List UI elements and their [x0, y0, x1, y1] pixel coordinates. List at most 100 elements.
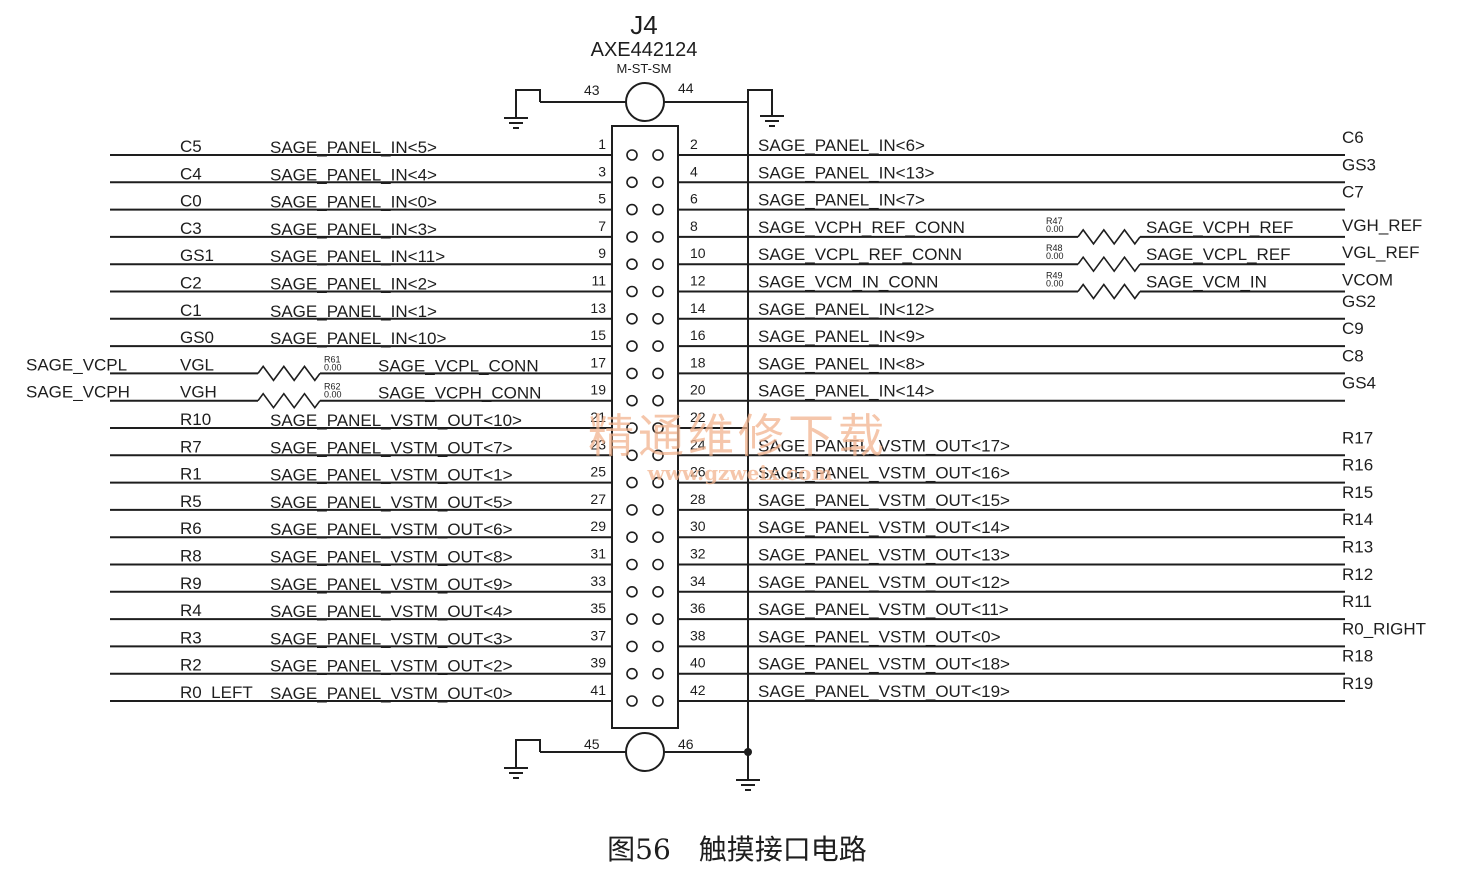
net-label: R12 [1342, 565, 1373, 584]
signal-label: SAGE_PANEL_IN<1> [270, 302, 437, 321]
signal-label: SAGE_PANEL_IN<9> [758, 327, 925, 346]
ground-symbol [736, 779, 760, 791]
net-label: VGL_REF [1342, 243, 1419, 262]
signal-label: SAGE_PANEL_VSTM_OUT<19> [758, 682, 1010, 701]
pin-number: 11 [591, 273, 606, 289]
resistor-symbol [1077, 228, 1141, 246]
external-net-label: SAGE_VCPH [26, 383, 130, 402]
pin-number: 7 [598, 218, 606, 234]
net-label: VGH [180, 383, 217, 402]
pin-contact [652, 476, 664, 489]
pin-contact [652, 640, 664, 653]
net-label: C2 [180, 274, 202, 293]
net-label: C6 [1342, 128, 1364, 147]
pin-contact [626, 449, 638, 462]
mount-hole-bottom [625, 732, 665, 772]
net-label: R15 [1342, 483, 1373, 502]
net-label: C7 [1342, 183, 1364, 202]
net-label: R3 [180, 628, 202, 647]
pin-number: 8 [690, 218, 698, 234]
net-label: R8 [180, 547, 202, 566]
net-label: R0_RIGHT [1342, 619, 1426, 638]
net-label: R2 [180, 656, 202, 675]
signal-label: SAGE_VCPL_REF_CONN [758, 245, 962, 264]
pin-contact [626, 640, 638, 653]
pin-number: 2 [690, 136, 698, 152]
pin-contact [626, 340, 638, 352]
net-label: GS4 [1342, 374, 1376, 393]
pin-contact [652, 394, 664, 407]
net-label: R16 [1342, 456, 1373, 475]
resistor-ref: R49 [1046, 271, 1063, 281]
pin-number: 22 [690, 409, 706, 425]
external-net-label: SAGE_VCPL [26, 355, 127, 374]
signal-label: SAGE_VCPH_REF_CONN [758, 218, 965, 237]
resistor-value: 0.00 [1046, 224, 1064, 234]
signal-label: SAGE_PANEL_IN<3> [270, 220, 437, 239]
ground-symbol [760, 115, 784, 127]
pin-45-label: 45 [584, 736, 600, 752]
signal-label: SAGE_PANEL_IN<7> [758, 191, 925, 210]
signal-label: SAGE_PANEL_IN<11> [270, 247, 445, 266]
pin-number: 33 [590, 573, 606, 589]
pin-contact [652, 367, 664, 380]
resistor-value: 0.00 [1046, 251, 1064, 261]
net-label: R10 [180, 410, 211, 429]
signal-label: SAGE_PANEL_VSTM_OUT<17> [758, 436, 1010, 455]
signal-label: SAGE_PANEL_IN<12> [758, 300, 934, 319]
signal-label: SAGE_PANEL_VSTM_OUT<3> [270, 629, 513, 648]
resistor-ref: R47 [1046, 216, 1063, 226]
net-label: C8 [1342, 346, 1364, 365]
pin-contact [626, 613, 638, 625]
pin-contact [626, 394, 638, 407]
signal-label: SAGE_PANEL_IN<8> [758, 354, 925, 373]
net-label: C4 [180, 164, 202, 183]
pin-number: 14 [690, 300, 706, 316]
pin-number: 13 [590, 300, 606, 316]
connector-variant: M-ST-SM [617, 61, 672, 76]
pin-contact [652, 203, 664, 216]
pin-contact [652, 449, 664, 462]
pin-number: 4 [690, 163, 698, 179]
pin-contact [626, 285, 638, 298]
pin-number: 23 [590, 436, 606, 452]
left-pin-row: C3 SAGE_PANEL_IN<3> 7 [110, 218, 638, 243]
pin-contact [652, 149, 664, 161]
resistor-ref: R48 [1046, 243, 1063, 253]
net-label: R6 [180, 519, 202, 538]
pin-contact [652, 422, 664, 434]
pin-contact [626, 312, 638, 325]
pin-number: 41 [590, 682, 606, 698]
pin-44-label: 44 [678, 80, 694, 96]
connector-ref: J4 [630, 10, 657, 40]
net-label: R19 [1342, 674, 1373, 693]
pin-number: 42 [690, 682, 706, 698]
signal-label: SAGE_PANEL_VSTM_OUT<0> [270, 684, 513, 703]
net-label: R7 [180, 437, 202, 456]
pin-contact [626, 258, 638, 271]
signal-label: SAGE_PANEL_VSTM_OUT<0> [758, 627, 1001, 646]
external-signal-label: SAGE_VCPH_REF [1146, 218, 1293, 237]
connector-part: AXE442124 [591, 39, 698, 61]
net-label: C3 [180, 219, 202, 238]
signal-label: SAGE_PANEL_IN<13> [758, 163, 934, 182]
signal-label: SAGE_PANEL_VSTM_OUT<10> [270, 411, 522, 430]
resistor-value: 0.00 [324, 362, 342, 372]
signal-label: SAGE_PANEL_VSTM_OUT<13> [758, 546, 1010, 565]
watermark-url: www.gzweix.com [646, 461, 832, 485]
pin-number: 37 [590, 627, 606, 643]
